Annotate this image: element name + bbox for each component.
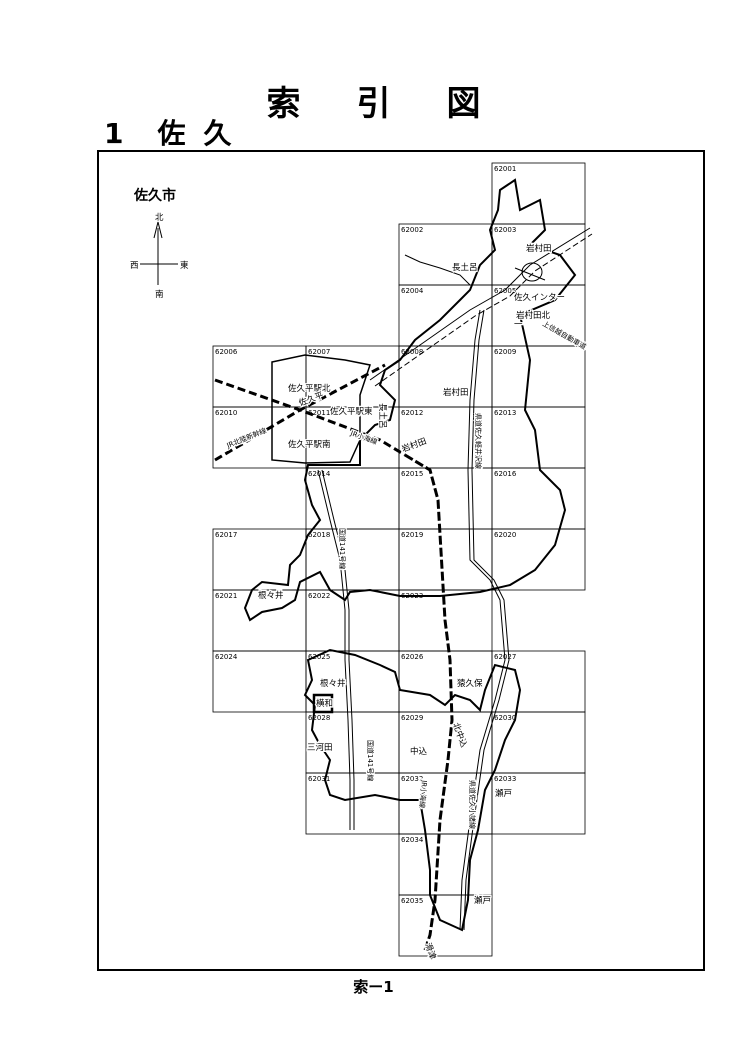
grid-cell-id: 62035 — [401, 897, 423, 905]
place_labels-label: 佐久平駅東 — [330, 406, 373, 417]
compass-north-label: 北 — [155, 213, 164, 223]
grid-cell-id: 62005 — [494, 287, 516, 295]
grid-cell[interactable] — [491, 528, 586, 591]
grid-cell-id: 62011 — [308, 409, 330, 417]
section-name: 佐久 — [157, 117, 250, 150]
grid-cell-id: 62001 — [494, 165, 516, 173]
section-number: 1 — [104, 117, 124, 150]
grid-cell-id: 62028 — [308, 714, 330, 722]
national-route-141-b — [321, 469, 355, 830]
section-heading: 1 佐久 — [104, 112, 250, 152]
route_labels-label: JR北陸新幹線 — [224, 426, 267, 450]
place_labels-label: 一 — [514, 320, 523, 330]
place_labels-label: 猿久保 — [457, 678, 483, 689]
grid-cell-id: 62007 — [308, 348, 330, 356]
map-frame — [97, 150, 705, 971]
grid-cell-id: 62021 — [215, 592, 237, 600]
prefectural-road — [459, 309, 506, 931]
grid-cell-id: 62031 — [308, 775, 330, 783]
city-boundary-layer — [243, 178, 577, 932]
south-boundary — [303, 648, 522, 932]
grid-cell-id: 62029 — [401, 714, 423, 722]
grid-cell-id: 62003 — [494, 226, 516, 234]
grid-cell-id: 62013 — [494, 409, 516, 417]
route_labels-label: 県道佐久軽井沢線 — [474, 413, 483, 469]
grid-cell-id: 62019 — [401, 531, 423, 539]
grid-cell[interactable] — [398, 894, 493, 957]
place_labels-label: 岩村田北 — [516, 310, 551, 321]
compass-west-label: 西 — [130, 261, 139, 271]
grid-cell-id: 62034 — [401, 836, 424, 844]
place_labels-label: 瀬戸 — [474, 895, 491, 906]
place_labels-label: 瀬戸 — [495, 788, 512, 799]
grid-cell-id: 62006 — [215, 348, 238, 356]
route_labels-label: 県道佐久小諸線 — [468, 780, 477, 829]
grid-layer: 62001 62002 62003 62004 62005 62006 62007 62008… — [212, 162, 586, 957]
grid-cell-id: 62033 — [494, 775, 516, 783]
place_labels-label: 佐久平駅北 — [288, 383, 331, 394]
grid-cell-id: 62012 — [401, 409, 423, 417]
compass-rose — [140, 221, 178, 285]
grid-cell-id: 62004 — [401, 287, 424, 295]
national-route-141 — [317, 469, 351, 830]
page-title: 索引図 — [266, 84, 537, 124]
grid-cell-id: 62009 — [494, 348, 516, 356]
place_labels-label: 長土呂 — [377, 403, 388, 429]
place_labels-label: 長土呂 — [452, 262, 478, 273]
local-road-north — [404, 254, 471, 286]
grid-cell-id: 62025 — [308, 653, 330, 661]
grid-cell-id: 62010 — [215, 409, 237, 417]
compass-east-label: 東 — [180, 260, 189, 271]
grid-cell[interactable] — [491, 772, 586, 835]
place_labels-label: 滑津 — [422, 941, 438, 961]
prefectural-road-b — [463, 309, 510, 931]
grid-cell-id: 62022 — [308, 592, 330, 600]
sakudaira-boundary — [271, 354, 371, 464]
shinkansen-line — [214, 378, 406, 457]
road-layer — [214, 227, 593, 951]
place_labels-label: 根々井 — [258, 590, 284, 601]
place_labels-label: 岩村田 — [400, 436, 428, 455]
grid-cell-id: 62024 — [215, 653, 238, 661]
expressway-line-2 — [374, 233, 593, 387]
place_labels-label: 根々井 — [320, 678, 346, 689]
grid-cell-id: 62015 — [401, 470, 423, 478]
place_labels-label: 佐久インター — [514, 292, 565, 303]
route_labels-label: JR小海線 — [418, 779, 429, 809]
place_labels-label: 佐久平駅南 — [288, 439, 331, 450]
grid-cell-id: 62002 — [401, 226, 423, 234]
page-footer: 索ー1 — [353, 978, 394, 996]
grid-cell-id: 62030 — [494, 714, 516, 722]
place_labels-label: 岩村田 — [443, 387, 469, 398]
city-boundary — [243, 178, 577, 622]
grid-cell-id: 62020 — [494, 531, 516, 539]
grid-cell-id: 62017 — [215, 531, 237, 539]
place_labels-label: 北中込 — [450, 721, 469, 749]
grid-cell-id: 62008 — [401, 348, 423, 356]
grid-cell-id: 62018 — [308, 531, 330, 539]
grid-cell-id: 62032 — [401, 775, 423, 783]
place_labels-label: 中込 — [410, 746, 428, 757]
place_labels-label: 岩村田 — [526, 243, 552, 254]
interchange — [514, 262, 546, 282]
route_labels-label: 国道141号線 — [338, 528, 347, 569]
place_labels-label: 三河田 — [307, 742, 333, 753]
grid-cell-id: 62016 — [494, 470, 517, 478]
compass-south-label: 南 — [155, 289, 164, 300]
grid-cell-id: 62026 — [401, 653, 424, 661]
jr-koumi-line — [404, 453, 454, 951]
yokowa-box — [312, 693, 334, 714]
city-label: 佐久市 — [133, 187, 176, 204]
route_labels-label: JR小海線 — [348, 428, 378, 446]
route_labels-label: 国道141号線 — [366, 740, 375, 781]
shinkansen-line-b — [214, 363, 386, 462]
place_labels-label: 横和 — [316, 698, 333, 709]
